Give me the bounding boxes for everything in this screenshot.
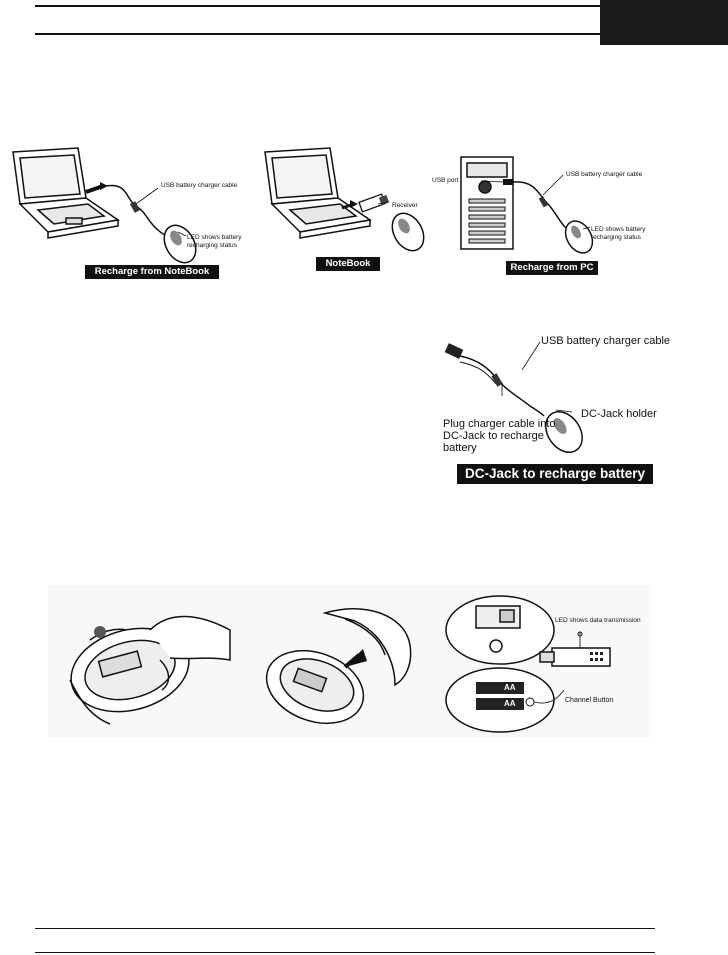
- dcjack-holder-label: DC-Jack holder: [581, 408, 657, 421]
- notebook-charging-illustration: [8, 140, 268, 270]
- pc-led-label-2: recharging status: [591, 234, 641, 242]
- bottom-rule-1: [35, 928, 655, 929]
- battery-label-1: AA: [504, 684, 516, 692]
- usb-port-label: USB port: [432, 177, 458, 185]
- top-rule-2: [35, 33, 600, 35]
- cover-lift-illustration: [255, 595, 425, 735]
- top-rule-1: [35, 5, 600, 7]
- notebook-caption: NoteBook: [316, 257, 380, 271]
- receiver-label: Receiver: [392, 202, 418, 210]
- mouse-bottom-illustration: [440, 592, 640, 737]
- battery-label-2: AA: [504, 700, 516, 708]
- open-mouse-illustration: [60, 600, 240, 730]
- dcjack-cable-label: USB battery charger cable: [541, 335, 670, 348]
- notebook-recharge-caption: Recharge from NoteBook: [85, 265, 219, 279]
- notebook-cable-label: USB battery charger cable: [161, 182, 237, 190]
- bottom-rule-2: [35, 952, 655, 953]
- led-data-label: LED shows data transmission: [555, 617, 641, 625]
- channel-button-label: Channel Button: [565, 697, 613, 705]
- pc-cable-label: USB battery charger cable: [566, 171, 642, 179]
- pc-led-label-1: LED shows battery: [591, 226, 646, 234]
- dcjack-caption: DC-Jack to recharge battery: [457, 464, 653, 484]
- plug-label-3: battery: [443, 442, 477, 455]
- notebook-led-label-2: recharging status: [187, 242, 237, 250]
- notebook-receiver-illustration: [260, 140, 430, 260]
- section-tab: [600, 0, 728, 45]
- pc-recharge-caption: Recharge from PC: [506, 261, 598, 275]
- notebook-led-label-1: LED shows battery: [187, 234, 242, 242]
